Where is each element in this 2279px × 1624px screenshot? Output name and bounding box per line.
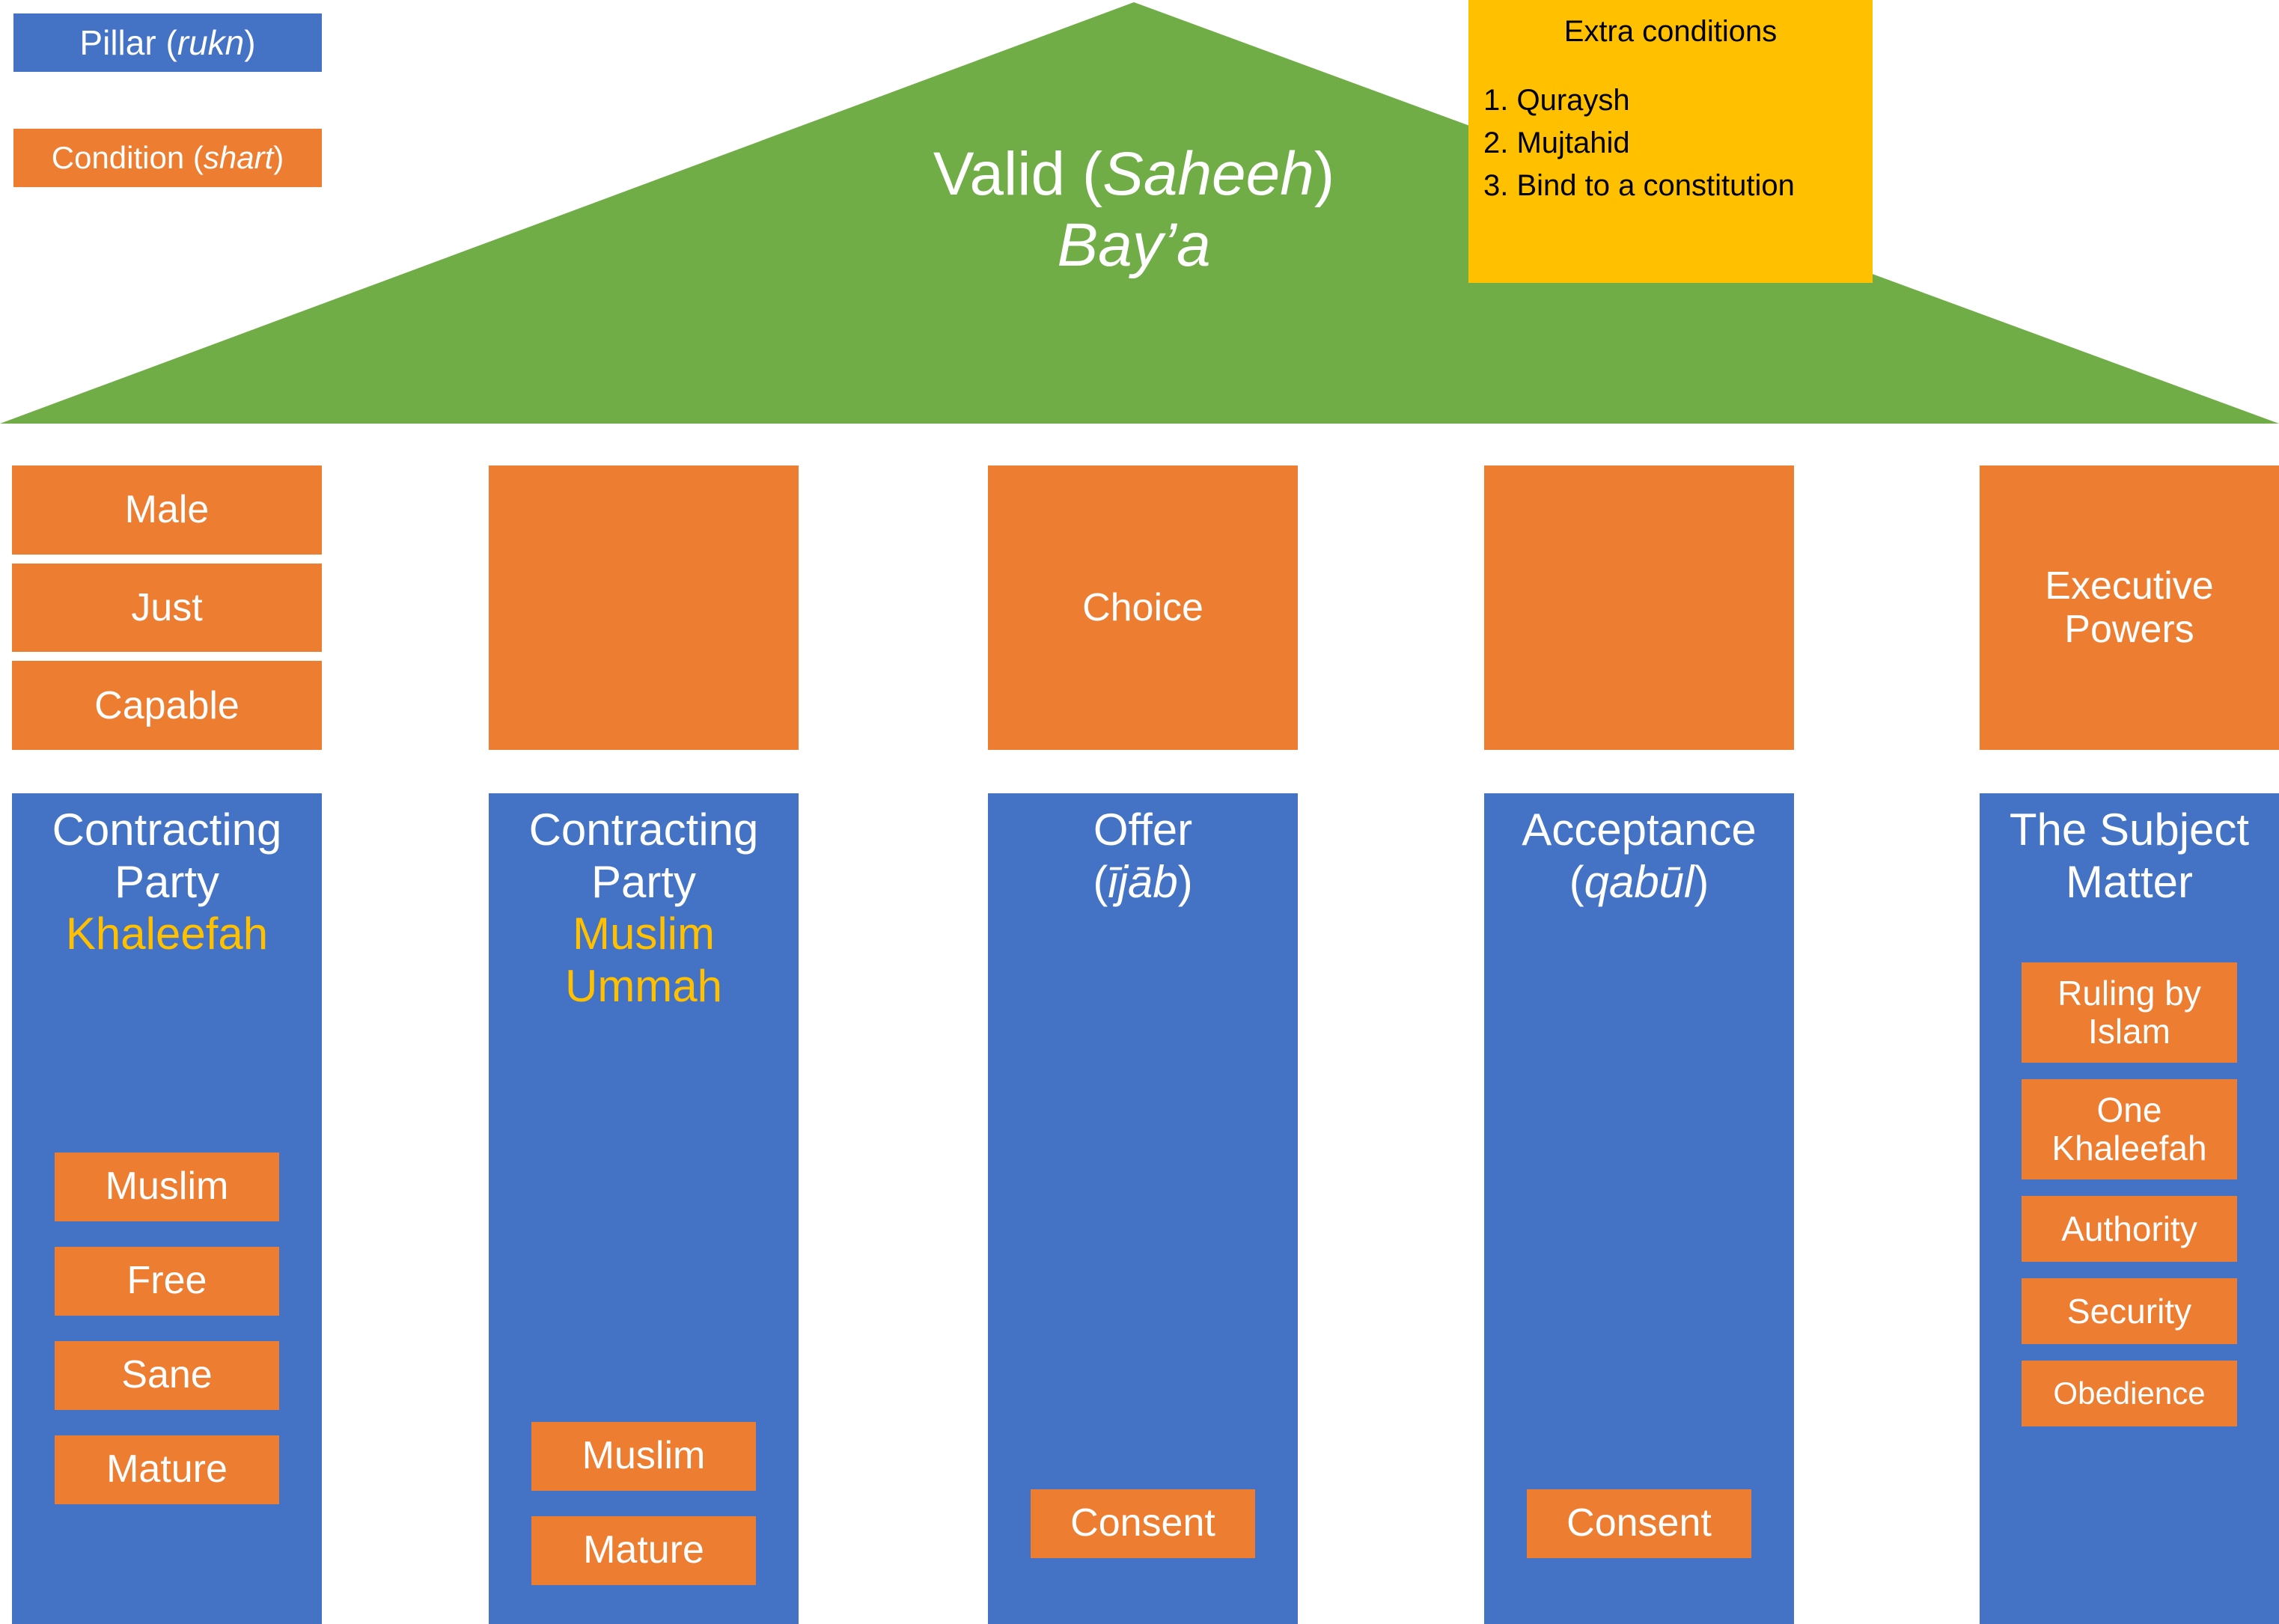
pillar-title-offer-pre: Offer ( — [1093, 805, 1193, 907]
extra-conditions-title: Extra conditions — [1563, 15, 1778, 48]
pillar-title-offer: Offer (ījāb) — [1093, 793, 1192, 908]
condition-blank-acceptance[interactable] — [1484, 465, 1794, 750]
pillar-title-subject-matter: The Subject Matter — [2009, 805, 2250, 907]
extra-condition-item-1: 1. Quraysh — [1483, 84, 1630, 117]
legend-condition-term: shart — [203, 139, 274, 175]
pillar-subtitle-muslim: Muslim — [573, 909, 715, 959]
condition-stack-offer: Choice — [988, 465, 1298, 750]
inner-condition-stack-ummah: Muslim Mature — [489, 1422, 799, 1585]
pillar-title-contracting-party: Contracting Party — [52, 805, 282, 907]
pillar-contracting-party-khaleefah[interactable]: Contracting Party Khaleefah Muslim Free … — [12, 793, 322, 1624]
inner-condition-consent-offer[interactable]: Consent — [1031, 1489, 1255, 1558]
pillar-contracting-party-ummah[interactable]: Contracting Party Muslim Ummah Muslim Ma… — [489, 793, 799, 1624]
inner-condition-security[interactable]: Security — [2022, 1278, 2237, 1344]
legend-pillar-label: Pillar ( — [79, 22, 177, 62]
extra-condition-item-3: 3. Bind to a constitution — [1483, 168, 1795, 202]
pillar-title-acceptance-term: qabūl — [1584, 856, 1694, 907]
inner-condition-stack-offer: Consent — [988, 1489, 1298, 1558]
pillar-subtitle-ummah: Ummah — [564, 960, 723, 1011]
inner-condition-ruling-by-islam[interactable]: Ruling by Islam — [2022, 962, 2237, 1063]
pillar-title-acceptance-post: ) — [1694, 856, 1709, 907]
legend-condition: Condition (shart) — [13, 129, 322, 187]
condition-stack-contracting-party-ummah — [489, 465, 799, 750]
extra-condition-item-2: 2. Mujtahid — [1483, 126, 1630, 159]
inner-condition-stack-acceptance: Consent — [1484, 1489, 1794, 1558]
extra-conditions-note: Extra conditions 1. Quraysh 2. Mujtahid … — [1468, 0, 1873, 283]
pillar-subtitle-khaleefah: Khaleefah — [65, 909, 269, 959]
condition-executive-powers[interactable]: Executive Powers — [1980, 465, 2279, 750]
legend-condition-close: ) — [273, 139, 284, 175]
condition-blank-ummah[interactable] — [489, 465, 799, 750]
inner-condition-stack-subject-matter: Ruling by Islam One Khaleefah Authority … — [1980, 962, 2279, 1426]
pillar-title-offer-post: ) — [1177, 856, 1193, 907]
inner-condition-stack-khaleefah: Muslim Free Sane Mature — [12, 1153, 322, 1504]
inner-condition-free[interactable]: Free — [55, 1247, 279, 1316]
condition-stack-subject-matter: Executive Powers — [1980, 465, 2279, 750]
condition-stack-acceptance — [1484, 465, 1794, 750]
inner-condition-muslim[interactable]: Muslim — [55, 1153, 279, 1221]
pillar-title-acceptance: Acceptance (qabūl) — [1522, 793, 1757, 908]
pillar-acceptance[interactable]: Acceptance (qabūl) Consent — [1484, 793, 1794, 1624]
legend-condition-label: Condition ( — [51, 139, 204, 175]
condition-just[interactable]: Just — [12, 563, 322, 653]
inner-condition-consent-acceptance[interactable]: Consent — [1527, 1489, 1751, 1558]
pillar-offer[interactable]: Offer (ījāb) Consent — [988, 793, 1298, 1624]
condition-choice[interactable]: Choice — [988, 465, 1298, 750]
inner-condition-sane[interactable]: Sane — [55, 1341, 279, 1410]
roof-triangle — [0, 2, 2279, 424]
inner-condition-authority[interactable]: Authority — [2022, 1196, 2237, 1262]
inner-condition-obedience[interactable]: Obedience — [2022, 1361, 2237, 1426]
pillar-title-contracting-party-2: Contracting Party — [528, 805, 759, 907]
inner-condition-one-khaleefah[interactable]: One Khaleefah — [2022, 1079, 2237, 1179]
condition-capable[interactable]: Capable — [12, 661, 322, 751]
legend-pillar-term: rukn — [177, 22, 245, 62]
legend-pillar: Pillar (rukn) — [13, 13, 322, 72]
pillar-title-offer-term: ījāb — [1108, 856, 1178, 907]
pillar-subject-matter[interactable]: The Subject Matter Ruling by Islam One K… — [1980, 793, 2279, 1624]
pillar-title-acceptance-pre: Acceptance ( — [1522, 805, 1757, 907]
legend-pillar-close: ) — [244, 22, 256, 62]
inner-condition-mature-2[interactable]: Mature — [531, 1516, 756, 1585]
condition-male[interactable]: Male — [12, 465, 322, 555]
inner-condition-mature[interactable]: Mature — [55, 1435, 279, 1504]
inner-condition-muslim-2[interactable]: Muslim — [531, 1422, 756, 1491]
condition-stack-contracting-party-khaleefah: Male Just Capable — [12, 465, 322, 751]
